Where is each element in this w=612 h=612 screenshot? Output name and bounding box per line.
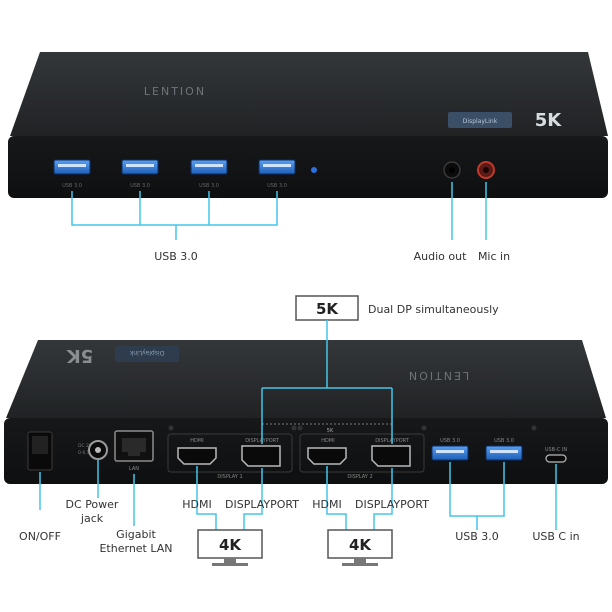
rear-brand-logo: LENTION <box>407 369 469 382</box>
usbc-in-callout: USB C in <box>532 530 579 543</box>
front-face <box>8 136 608 198</box>
front-usb-callout: USB 3.0 <box>154 250 198 263</box>
front-usb-port-2: USB 3.0 <box>121 159 159 189</box>
usbc-port-label: USB-C IN <box>545 447 568 453</box>
power-led-icon <box>311 167 317 173</box>
rear-face <box>4 418 608 484</box>
front-brand-logo: LENTION <box>144 85 206 98</box>
screw-icon <box>168 425 174 431</box>
rear-displaylink-badge-text: DisplayLink <box>129 349 164 356</box>
display-2-label: DISPLAY 2 <box>347 474 372 480</box>
dual-dp-5k-text: 5K <box>316 300 339 318</box>
screw-icon <box>531 425 537 431</box>
dc-power-callout-line1: DC Power <box>66 498 119 511</box>
front-top-surface <box>10 52 608 136</box>
display-2-group-frame <box>299 433 425 473</box>
audio-out-callout: Audio out <box>414 250 467 263</box>
screw-icon <box>421 425 427 431</box>
monitor-4k-1: 4K <box>197 529 263 566</box>
rear-5k-badge: 5K <box>66 345 94 366</box>
monitor-1-label: 4K <box>219 536 242 554</box>
display-1-label: DISPLAY 1 <box>217 474 242 480</box>
dc-label-top: DC 20V <box>78 443 96 449</box>
rear-usb30-callout: USB 3.0 <box>455 530 499 543</box>
hdmi-port-label-1: HDMI <box>190 438 203 444</box>
rear-usb-label-1: USB 3.0 <box>440 438 460 444</box>
displaylink-badge-text: DisplayLink <box>463 118 498 125</box>
rear-usb-label-2: USB 3.0 <box>494 438 514 444</box>
front-5k-badge: 5K <box>535 110 563 131</box>
hdmi-port-2-icon <box>307 447 347 465</box>
screw-icon <box>297 425 303 431</box>
rear-top-surface <box>6 340 606 418</box>
front-usb-port-3: USB 3.0 <box>190 159 228 189</box>
displayport-port-2-icon <box>371 445 411 467</box>
displayport-callout-2: DISPLAYPORT <box>355 498 429 511</box>
monitor-2-icon <box>327 529 393 559</box>
front-callout-lines <box>71 182 487 240</box>
dc-label-bottom: 0-6.5V <box>78 450 94 456</box>
mic-in-callout: Mic in <box>478 250 510 263</box>
dc-power-callout-line2: jack <box>80 512 104 525</box>
front-usb-port-1: USB 3.0 <box>53 159 91 189</box>
displaylink-badge <box>448 112 512 128</box>
rear-displaylink-badge <box>115 346 179 362</box>
gigabit-callout-line1: Gigabit <box>116 528 156 541</box>
front-dock: LENTION DisplayLink 5K USB 3.0 USB 3.0 U… <box>8 52 608 198</box>
hdmi-port-label-2: HDMI <box>321 438 334 444</box>
monitor-1-icon <box>197 529 263 559</box>
usbc-port-icon <box>545 454 567 463</box>
rear-callout-lines <box>39 320 557 530</box>
hdmi-callout-1: HDMI <box>182 498 211 511</box>
hdmi-port-1-icon <box>177 447 217 465</box>
dual-dp-caption: Dual DP simultaneously <box>368 303 499 316</box>
display-1-group-frame <box>167 433 293 473</box>
front-usb-label-4: USB 3.0 <box>267 183 287 189</box>
monitor-4k-2: 4K <box>327 529 393 566</box>
rear-dock: LENTION 5K DisplayLink DC 20V 0-6.5V LAN… <box>4 340 608 484</box>
monitor-2-label: 4K <box>349 536 372 554</box>
front-usb-label-1: USB 3.0 <box>62 183 82 189</box>
dual-dp-5k-box <box>295 295 359 321</box>
displayport-callout-1: DISPLAYPORT <box>225 498 299 511</box>
hdmi-callout-2: HDMI <box>312 498 341 511</box>
front-usb-label-2: USB 3.0 <box>130 183 150 189</box>
gigabit-callout-line2: Ethernet LAN <box>99 542 172 555</box>
displayport-port-1-icon <box>241 445 281 467</box>
rear-mid-5k-label: 5K <box>327 428 334 434</box>
front-usb-label-3: USB 3.0 <box>199 183 219 189</box>
on-off-callout: ON/OFF <box>19 530 61 543</box>
lan-label: LAN <box>129 466 139 472</box>
front-usb-port-4: USB 3.0 <box>258 159 296 189</box>
screw-icon <box>291 425 297 431</box>
